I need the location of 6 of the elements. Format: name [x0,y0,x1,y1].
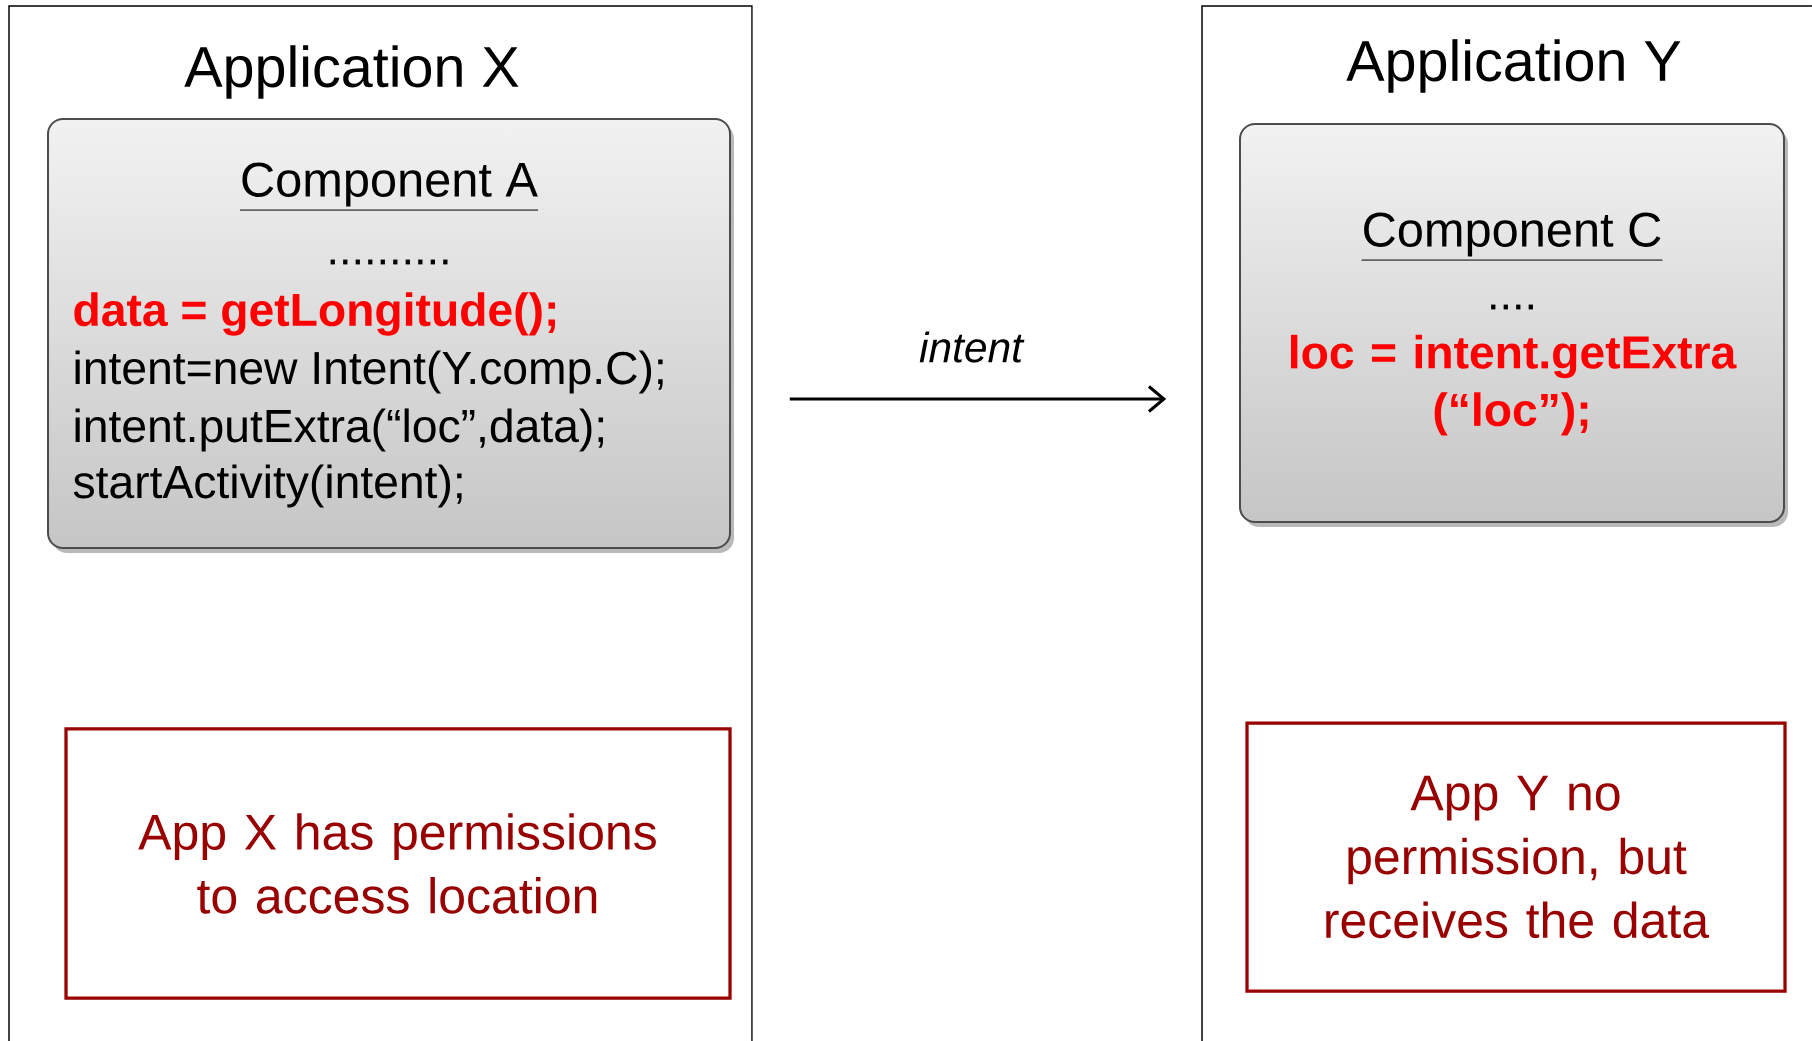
edge-label: intent [919,331,1025,363]
component-box: Component C .... loc = intent.getExtra (“loc”); [1239,123,1789,527]
arrow [789,385,1167,413]
component-box: Component A .......... data = getLongitude(); intent=new Intent(Y.comp.C); intent.putExtra(“loc”,data); startActivity(intent); [47,118,734,553]
note-box: App Y no permission, but receives the data [1245,721,1787,993]
note-box: App X has permissions to access location [64,727,732,1000]
